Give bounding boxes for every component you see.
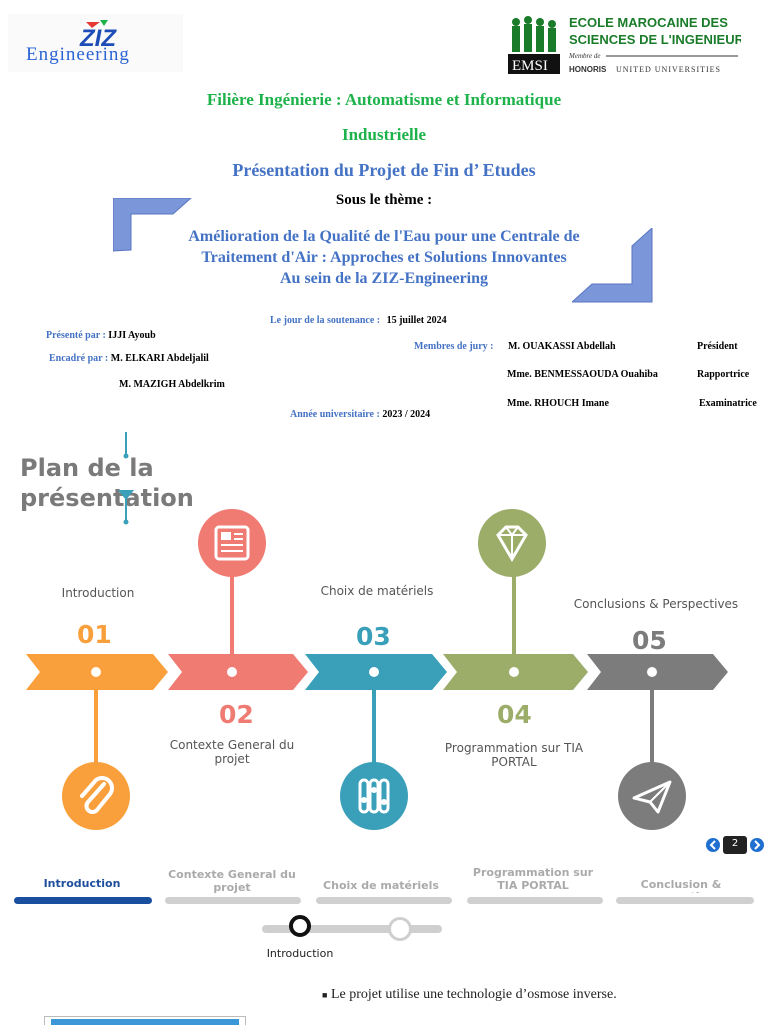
jury-name-2: Mme. BENMESSAOUDA Ouahiba <box>507 369 658 380</box>
paperclip-icon <box>62 762 130 830</box>
svg-text:SCIENCES DE L'INGENIEUR: SCIENCES DE L'INGENIEUR <box>569 32 741 47</box>
diamond-icon <box>478 509 546 577</box>
soutenance-label: Le jour de la soutenance : <box>270 315 381 326</box>
step1-label: Introduction <box>61 586 135 600</box>
sous-theme-label: Sous le thème : <box>335 192 433 208</box>
svg-text:EMSI: EMSI <box>512 58 548 74</box>
plan-title: Plan de la présentation <box>20 453 194 513</box>
progress-slider-track[interactable] <box>262 925 442 933</box>
presentation-title: Présentation du Projet de Fin d’ Etudes <box>232 160 536 180</box>
presente-name: IJJI Ayoub <box>108 330 156 341</box>
jury-name-1: M. OUAKASSI Abdellah <box>508 341 616 352</box>
plan-title-line2: présentation <box>20 484 194 512</box>
text-cursor-icon <box>118 432 134 525</box>
presente-row: Présenté par : IJJI Ayoub <box>46 330 156 341</box>
tab-choix[interactable]: Choix de matériels <box>323 879 439 892</box>
svg-text:Engineering: Engineering <box>26 44 130 65</box>
paper-plane-icon <box>618 762 686 830</box>
theme-line3: Au sein de la ZIZ-Engineering <box>279 270 489 287</box>
page-nav <box>705 836 765 854</box>
step1-stem <box>94 677 98 773</box>
next-page-button[interactable] <box>750 836 764 854</box>
soutenance-date: 15 juillet 2024 <box>386 315 447 326</box>
presente-label: Présenté par : <box>46 330 106 341</box>
slider-current-label: Introduction <box>266 947 334 960</box>
jury-role-1: Président <box>697 341 738 352</box>
bullet-item: ■ Le projet utilise une technologie d’os… <box>322 987 617 1003</box>
plan-title-line1: Plan de la <box>20 454 154 482</box>
jury-name-3: Mme. RHOUCH Imane <box>507 398 609 409</box>
step2-number: 02 <box>219 700 254 729</box>
annee-label: Année universitaire : <box>290 409 380 420</box>
svg-text:UNITED UNIVERSITIES: UNITED UNIVERSITIES <box>616 65 721 74</box>
page-number: 2 <box>731 838 739 849</box>
tab-programmation[interactable]: Programmation sur TIA PORTAL <box>472 866 594 892</box>
jury-role-2: Rapportrice <box>697 369 750 380</box>
jury-role-3: Examinatrice <box>699 398 757 409</box>
tab-indicator-programmation <box>467 897 603 904</box>
encadre-name1: M. ELKARI Abdeljalil <box>110 353 209 364</box>
step3-number: 03 <box>356 622 391 651</box>
encadre-label: Encadré par : <box>49 353 109 364</box>
filiere-title-line1: Filière Ingénierie : Automatisme et Info… <box>206 90 562 109</box>
step4-stem <box>512 568 516 658</box>
step1-number: 01 <box>77 620 112 649</box>
bullet-icon: ■ <box>322 989 328 1000</box>
soutenance-row: Le jour de la soutenance : 15 juillet 20… <box>270 315 447 326</box>
tab-introduction[interactable]: Introduction <box>43 877 121 890</box>
step5-arrow <box>587 654 728 690</box>
svg-text:ZIZ: ZIZ <box>79 25 117 52</box>
filiere-title-line2: Industrielle <box>341 125 427 144</box>
corner-shape-top-left <box>113 198 192 252</box>
content-image-frame <box>44 1016 246 1025</box>
step5-label: Conclusions & Perspectives <box>573 597 739 611</box>
step5-stem <box>650 677 654 773</box>
tab-conclusion[interactable]: Conclusion & perspectives <box>640 879 722 893</box>
tab-indicator-conclusion <box>616 897 754 904</box>
svg-text:Membre de: Membre de <box>568 52 600 60</box>
document-icon <box>198 509 266 577</box>
bullet-text: Le projet utilise une technologie d’osmo… <box>330 987 617 1002</box>
step3-stem <box>372 677 376 763</box>
step3-label: Choix de matériels <box>320 584 434 598</box>
theme-line1: Amélioration de la Qualité de l'Eau pour… <box>188 228 580 245</box>
content-image <box>51 1019 239 1025</box>
tab-contexte[interactable]: Contexte General du projet <box>168 868 296 894</box>
svg-text:ECOLE MAROCAINE DES: ECOLE MAROCAINE DES <box>569 15 728 30</box>
theme-line2: Traitement d'Air : Approches et Solution… <box>201 249 567 266</box>
step4-label: Programmation sur TIA PORTAL <box>444 741 584 769</box>
tab-indicator-introduction <box>14 897 152 904</box>
step5-number: 05 <box>632 626 667 655</box>
encadre-row: Encadré par : M. ELKARI Abdeljalil <box>49 353 209 364</box>
timeline-arrows <box>26 654 728 690</box>
step2-arrow <box>168 654 308 690</box>
sliders-icon <box>340 762 408 830</box>
step2-stem <box>230 572 234 658</box>
corner-shape-bottom-right <box>572 228 653 303</box>
step2-label: Contexte General du projet <box>169 738 295 766</box>
annee-value: 2023 / 2024 <box>382 409 431 420</box>
slider-handle-next[interactable] <box>388 917 412 941</box>
step4-number: 04 <box>497 700 532 729</box>
tab-indicator-contexte <box>165 897 301 904</box>
jury-label: Membres de jury : <box>414 341 494 352</box>
tab-indicator-choix <box>316 897 452 904</box>
encadre-name2: M. MAZIGH Abdelkrim <box>119 379 225 390</box>
slider-handle-current[interactable] <box>289 915 311 937</box>
emsi-logo: EMSI ECOLE MAROCAINE DES SCIENCES DE L'I… <box>506 12 745 76</box>
svg-text:HONORIS: HONORIS <box>569 65 607 74</box>
annee-row: Année universitaire : 2023 / 2024 <box>290 409 430 420</box>
ziz-engineering-logo: ZIZ Engineering <box>8 14 183 72</box>
